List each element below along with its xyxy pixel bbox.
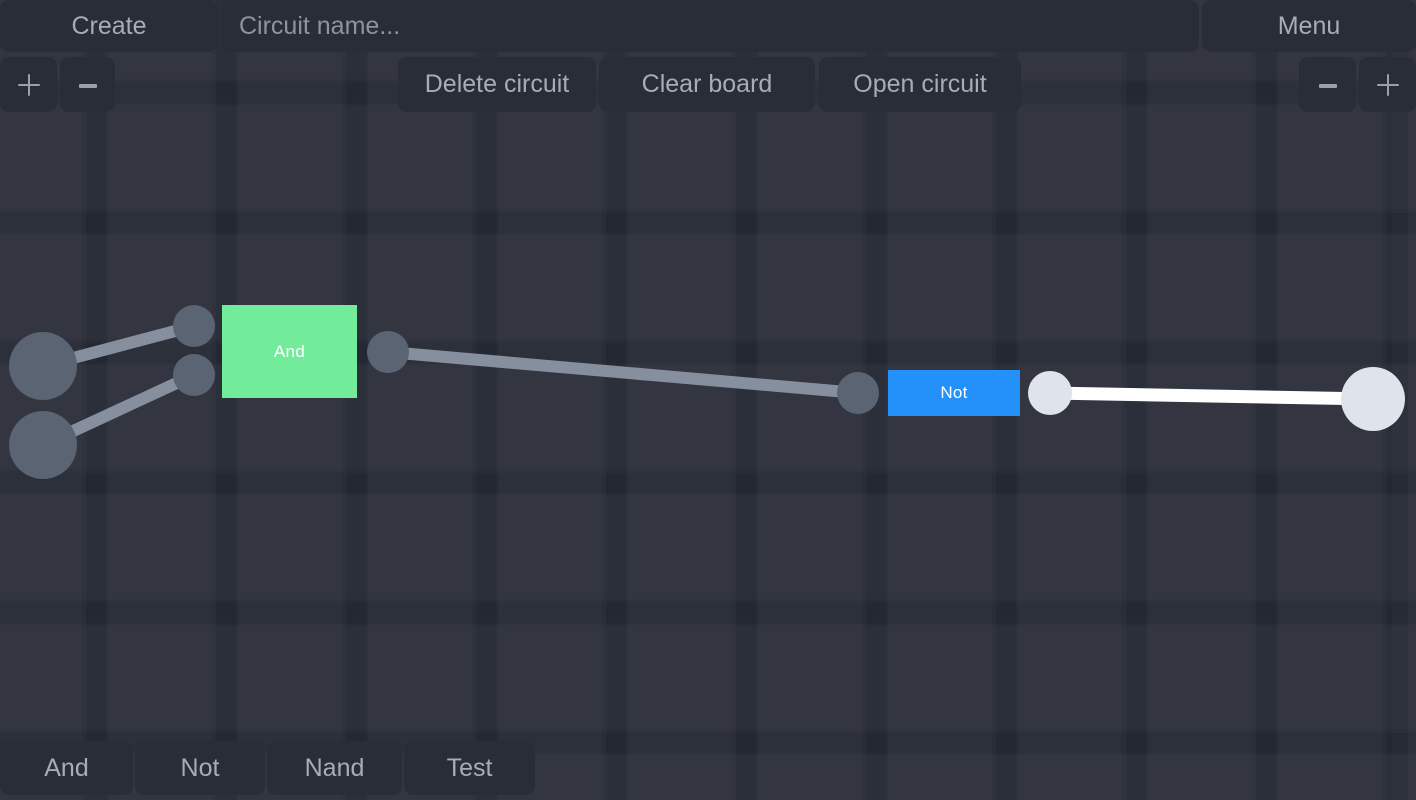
- not-output[interactable]: [1028, 371, 1072, 415]
- and-input-bot[interactable]: [173, 354, 215, 396]
- toolbar-top: Create Menu: [0, 0, 1416, 52]
- gate-and[interactable]: And: [222, 305, 357, 398]
- clear-board-button[interactable]: Clear board: [599, 57, 815, 112]
- open-circuit-button[interactable]: Open circuit: [819, 57, 1021, 112]
- scale-up-button[interactable]: [1359, 57, 1416, 112]
- minus-icon: [1317, 74, 1339, 96]
- delete-circuit-button[interactable]: Delete circuit: [398, 57, 596, 112]
- menu-button[interactable]: Menu: [1202, 0, 1416, 52]
- input-node-b[interactable]: [9, 411, 77, 479]
- toolbar-second-row: Delete circuit Clear board Open circuit: [0, 57, 1416, 112]
- and-output[interactable]: [367, 331, 409, 373]
- palette-item-and[interactable]: And: [0, 741, 133, 795]
- gate-label: And: [273, 341, 306, 361]
- wire-not-to-output[interactable]: [1049, 386, 1374, 406]
- create-button[interactable]: Create: [0, 0, 218, 52]
- plus-icon: [1376, 73, 1399, 96]
- scale-down-button[interactable]: [1299, 57, 1356, 112]
- gate-palette: And Not Nand Test: [0, 741, 1416, 795]
- zoom-out-button[interactable]: [60, 57, 115, 112]
- circuit-name-input[interactable]: [221, 0, 1199, 52]
- gate-not[interactable]: Not: [888, 370, 1020, 416]
- wire-and-to-not[interactable]: [387, 346, 859, 399]
- zoom-in-button[interactable]: [0, 57, 57, 112]
- palette-item-test[interactable]: Test: [404, 741, 535, 795]
- and-input-top[interactable]: [173, 305, 215, 347]
- not-input[interactable]: [837, 372, 879, 414]
- input-node-a[interactable]: [9, 332, 77, 400]
- palette-item-not[interactable]: Not: [135, 741, 265, 795]
- plus-icon: [17, 73, 40, 96]
- output-node[interactable]: [1341, 367, 1405, 431]
- minus-icon: [77, 74, 99, 96]
- palette-item-nand[interactable]: Nand: [267, 741, 402, 795]
- gate-label: Not: [940, 383, 968, 402]
